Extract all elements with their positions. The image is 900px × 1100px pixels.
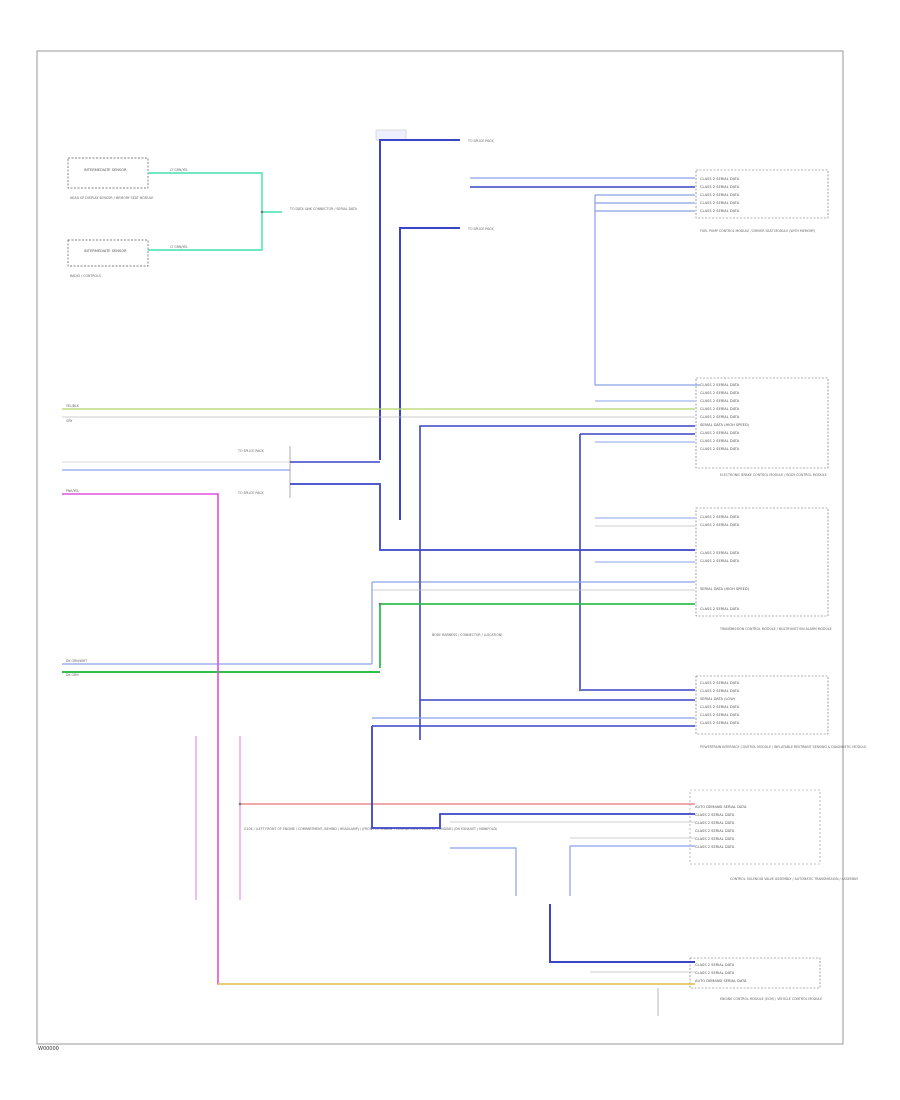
- module-2: CLASS 2 SERIAL DATA CLASS 2 SERIAL DATA …: [695, 377, 829, 477]
- left-blue-feed: [62, 446, 695, 551]
- svg-text:AUTO DEMAND SERIAL DATA: AUTO DEMAND SERIAL DATA: [695, 805, 747, 809]
- svg-text:SERIAL DATA (LOW): SERIAL DATA (LOW): [700, 697, 736, 701]
- svg-text:CLASS 2 SERIAL DATA: CLASS 2 SERIAL DATA: [695, 821, 735, 825]
- top-blue-feeds: [375, 129, 460, 520]
- module-5: AUTO DEMAND SERIAL DATA CLASS 2 SERIAL D…: [689, 789, 858, 881]
- svg-text:SERIAL DATA (HIGH SPEED): SERIAL DATA (HIGH SPEED): [700, 587, 750, 591]
- magenta-wires: [62, 493, 695, 985]
- green-wire-label-1: DK GRN/WHT: [66, 659, 87, 663]
- svg-text:CLASS 2 SERIAL DATA: CLASS 2 SERIAL DATA: [700, 201, 740, 205]
- gray-wire-label: GRY: [66, 419, 72, 423]
- left-green-wires: [62, 582, 380, 673]
- splice-label-a: TO SPLICE PACK: [467, 139, 494, 143]
- svg-text:CLASS 2 SERIAL DATA: CLASS 2 SERIAL DATA: [700, 399, 740, 403]
- left-box-2-label: INTERMEDIATE SENSOR: [84, 249, 127, 253]
- dlc-note: TO DATA LINK CONNECTOR / SERIAL DATA: [289, 207, 358, 211]
- module-2-label: ELECTRONIC BRAKE CONTROL MODULE / BODY C…: [720, 473, 827, 477]
- svg-text:CLASS 2 SERIAL DATA: CLASS 2 SERIAL DATA: [700, 559, 740, 563]
- body-harness-note: BODY HARNESS / CONNECTOR / (LOCATION): [432, 633, 502, 637]
- page-frame: [36, 50, 844, 1045]
- svg-text:CLASS 2 SERIAL DATA: CLASS 2 SERIAL DATA: [700, 391, 740, 395]
- svg-text:CLASS 2 SERIAL DATA: CLASS 2 SERIAL DATA: [700, 177, 740, 181]
- splice-label-c: TO SPLICE PACK: [237, 449, 264, 453]
- left-box-2-note: RADIO / CONTROLS: [70, 274, 101, 278]
- module-1-label: FUEL PUMP CONTROL MODULE / DRIVER SEAT M…: [700, 229, 815, 233]
- svg-text:CLASS 2 SERIAL DATA: CLASS 2 SERIAL DATA: [695, 845, 735, 849]
- svg-text:AUTO DEMAND SERIAL DATA: AUTO DEMAND SERIAL DATA: [695, 979, 747, 983]
- module-4: CLASS 2 SERIAL DATA CLASS 2 SERIAL DATA …: [695, 675, 866, 749]
- svg-text:CLASS 2 SERIAL DATA: CLASS 2 SERIAL DATA: [700, 515, 740, 519]
- svg-text:CLASS 2 SERIAL DATA: CLASS 2 SERIAL DATA: [700, 415, 740, 419]
- svg-text:CLASS 2 SERIAL DATA: CLASS 2 SERIAL DATA: [695, 971, 735, 975]
- module-6-wires: [218, 904, 695, 1016]
- svg-text:CLASS 2 SERIAL DATA: CLASS 2 SERIAL DATA: [700, 689, 740, 693]
- splice-label-d: TO SPLICE PACK: [237, 491, 264, 495]
- teal-wire-label-2: LT GRN/YEL: [170, 245, 188, 249]
- module-6-label: ENGINE CONTROL MODULE (ECM) / VEHICLE CO…: [720, 997, 822, 1001]
- svg-text:CLASS 2 SERIAL DATA: CLASS 2 SERIAL DATA: [695, 829, 735, 833]
- teal-wire-label-1: LT GRN/YEL: [170, 168, 188, 172]
- magenta-wire-label: PNK/YEL: [66, 489, 79, 493]
- module-5-label: CONTROL SOLENOID VALVE ASSEMBLY / AUTOMA…: [730, 877, 858, 881]
- left-box-1: INTERMEDIATE SENSOR HEAD UP DISPLAY SENS…: [67, 157, 153, 200]
- svg-text:CLASS 2 SERIAL DATA: CLASS 2 SERIAL DATA: [700, 705, 740, 709]
- svg-text:CLASS 2 SERIAL DATA: CLASS 2 SERIAL DATA: [700, 551, 740, 555]
- module-1-wires: [470, 177, 700, 386]
- svg-text:CLASS 2 SERIAL DATA: CLASS 2 SERIAL DATA: [700, 193, 740, 197]
- svg-text:CLASS 2 SERIAL DATA: CLASS 2 SERIAL DATA: [700, 209, 740, 213]
- svg-text:SERIAL DATA (HIGH SPEED): SERIAL DATA (HIGH SPEED): [700, 423, 750, 427]
- svg-text:CLASS 2 SERIAL DATA: CLASS 2 SERIAL DATA: [695, 963, 735, 967]
- left-box-2: INTERMEDIATE SENSOR RADIO / CONTROLS: [67, 239, 149, 278]
- svg-text:CLASS 2 SERIAL DATA: CLASS 2 SERIAL DATA: [700, 607, 740, 611]
- module-6: CLASS 2 SERIAL DATA CLASS 2 SERIAL DATA …: [689, 957, 822, 1001]
- module-4-label: POWERTRAIN INTERFACE CONTROL MODULE / IN…: [700, 745, 866, 749]
- module-4-wires: [372, 689, 695, 727]
- module-3-label: TRANSMISSION CONTROL MODULE / MULTIFUNCT…: [719, 627, 832, 631]
- svg-text:CLASS 2 SERIAL DATA: CLASS 2 SERIAL DATA: [700, 713, 740, 717]
- module-5-wires: [371, 726, 695, 896]
- svg-text:CLASS 2 SERIAL DATA: CLASS 2 SERIAL DATA: [700, 523, 740, 527]
- svg-text:CLASS 2 SERIAL DATA: CLASS 2 SERIAL DATA: [695, 837, 735, 841]
- module-3: CLASS 2 SERIAL DATA CLASS 2 SERIAL DATA …: [695, 507, 832, 631]
- svg-text:CLASS 2 SERIAL DATA: CLASS 2 SERIAL DATA: [700, 447, 740, 451]
- svg-text:CLASS 2 SERIAL DATA: CLASS 2 SERIAL DATA: [700, 431, 740, 435]
- svg-text:CLASS 2 SERIAL DATA: CLASS 2 SERIAL DATA: [695, 813, 735, 817]
- long-horizontal-wires: [62, 400, 695, 740]
- svg-text:CLASS 2 SERIAL DATA: CLASS 2 SERIAL DATA: [700, 185, 740, 189]
- green-wire-label-2: DK GRN: [66, 673, 79, 677]
- ground-note: G104 / (LEFT FRONT OF ENGINE / COMPARTME…: [244, 827, 497, 831]
- lime-wire-label: YEL/BLK: [66, 404, 80, 408]
- svg-text:CLASS 2 SERIAL DATA: CLASS 2 SERIAL DATA: [700, 439, 740, 443]
- svg-text:CLASS 2 SERIAL DATA: CLASS 2 SERIAL DATA: [700, 383, 740, 387]
- svg-text:CLASS 2 SERIAL DATA: CLASS 2 SERIAL DATA: [700, 681, 740, 685]
- splice-label-b: TO SPLICE PACK: [467, 227, 494, 231]
- svg-text:CLASS 2 SERIAL DATA: CLASS 2 SERIAL DATA: [700, 407, 740, 411]
- footer-code: W00000: [38, 1046, 59, 1052]
- module-1: CLASS 2 SERIAL DATA CLASS 2 SERIAL DATA …: [695, 169, 829, 233]
- svg-text:CLASS 2 SERIAL DATA: CLASS 2 SERIAL DATA: [700, 721, 740, 725]
- connector-ticks: [238, 210, 582, 806]
- left-box-1-label: INTERMEDIATE SENSOR: [84, 168, 127, 172]
- left-box-1-note: HEAD UP DISPLAY SENSOR / MEMORY SEAT MOD…: [70, 196, 153, 200]
